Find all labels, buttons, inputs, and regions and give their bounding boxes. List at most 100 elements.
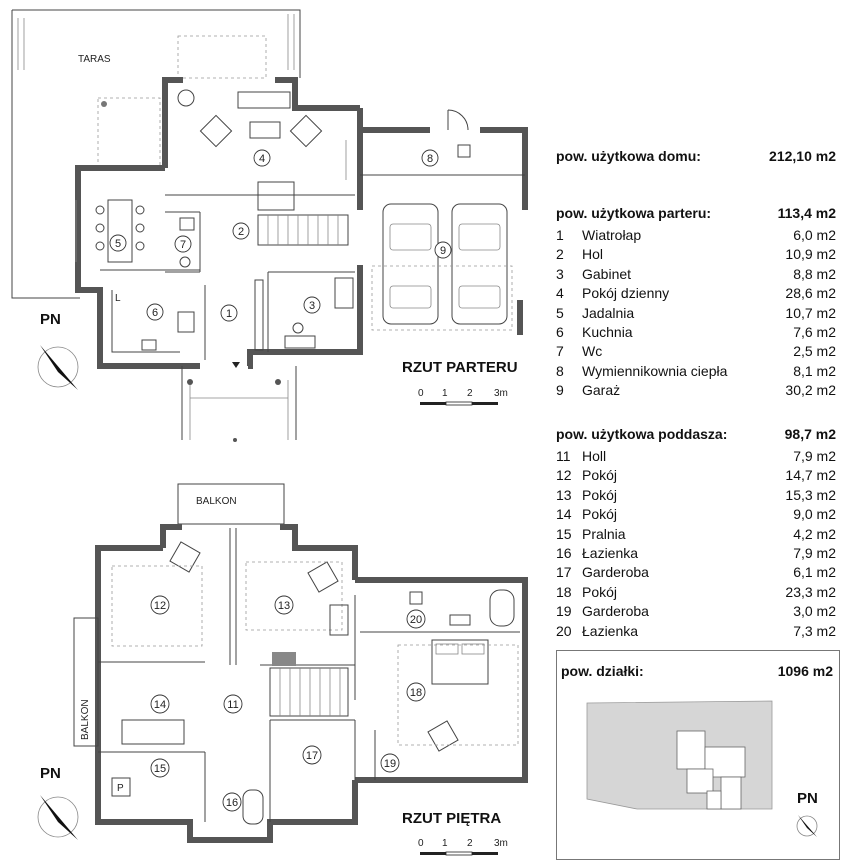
room-number-12: 12 <box>154 600 166 612</box>
plot-north-label: PN <box>797 790 818 807</box>
room-number-15: 15 <box>154 763 166 775</box>
room-number: 15 <box>556 525 572 542</box>
room-area: 4,2 m2 <box>793 525 836 542</box>
house-area-value: 212,10 m2 <box>769 148 836 164</box>
room-number-1: 1 <box>226 308 232 320</box>
room-number: 9 <box>556 382 564 399</box>
room-name: Pokój dzienny <box>582 285 670 302</box>
room-number-4: 4 <box>259 153 265 165</box>
room-number: 14 <box>556 506 572 523</box>
room-number: 18 <box>556 583 572 600</box>
room-number-19: 19 <box>384 758 396 770</box>
north-label-ground: PN <box>40 311 61 328</box>
room-number-6: 6 <box>152 307 158 319</box>
ground-area-value: 113,4 m2 <box>777 205 836 221</box>
room-name: Garderoba <box>582 564 649 581</box>
room-area: 9,0 m2 <box>793 506 836 523</box>
ground-floor-plan: TARAS <box>11 9 528 442</box>
room-name: Pokój <box>582 467 618 484</box>
room-name: Wiatrołap <box>582 227 642 243</box>
room-name: Garderoba <box>582 603 649 620</box>
room-area: 3,0 m2 <box>793 603 836 620</box>
north-label-upper: PN <box>40 765 61 782</box>
garage-cars <box>371 203 513 331</box>
entrance-steps <box>181 362 297 442</box>
stairs-ground <box>257 214 349 246</box>
room-area: 14,7 m2 <box>785 467 836 484</box>
room-name: Kuchnia <box>582 324 633 340</box>
room-number-5: 5 <box>115 238 121 250</box>
room-area: 30,2 m2 <box>785 382 836 399</box>
svg-text:3m: 3m <box>494 838 508 849</box>
room-name: Pralnia <box>582 525 626 542</box>
room-area: 28,6 m2 <box>785 285 836 302</box>
room-area: 7,9 m2 <box>793 545 836 561</box>
svg-text:0: 0 <box>418 838 424 849</box>
room-number: 11 <box>556 448 571 464</box>
room-area: 8,8 m2 <box>793 265 836 282</box>
room-name: Wc <box>582 343 603 360</box>
upper-floor-plan: BALKON BALKON <box>37 483 528 856</box>
north-arrow-ground-icon <box>37 345 79 390</box>
room-number: 17 <box>556 564 572 581</box>
room-number-20: 20 <box>410 614 422 626</box>
room-number-16: 16 <box>226 797 238 809</box>
room-name: Pokój <box>582 486 618 503</box>
upper-area-value: 98,7 m2 <box>784 426 836 442</box>
room-name: Jadalnia <box>582 304 635 321</box>
upper-area-row: pow. użytkowa poddasza: 98,7 m2 <box>556 426 836 442</box>
scale-bar-ground: 0 1 2 3m <box>418 388 508 406</box>
room-name: Holl <box>582 448 607 464</box>
svg-text:0: 0 <box>418 388 424 399</box>
room-number-17: 17 <box>306 750 318 762</box>
room-number-18: 18 <box>410 687 422 699</box>
room-number: 6 <box>556 324 564 340</box>
bath-mark: P <box>117 783 124 794</box>
room-number: 8 <box>556 362 564 379</box>
room-number: 5 <box>556 304 564 321</box>
room-area: 10,9 m2 <box>785 246 836 263</box>
stairs-upper <box>269 652 349 717</box>
room-name: Gabinet <box>582 265 632 282</box>
room-number-9: 9 <box>440 245 446 257</box>
room-area: 10,7 m2 <box>785 304 836 321</box>
room-area: 8,1 m2 <box>793 362 836 379</box>
room-area: 6,0 m2 <box>793 227 836 243</box>
balcony-label-side: BALKON <box>80 699 91 740</box>
svg-text:1: 1 <box>442 388 448 399</box>
room-number: 16 <box>556 545 572 561</box>
ground-area-row: pow. użytkowa parteru: 113,4 m2 <box>556 205 836 221</box>
room-number-2: 2 <box>238 226 244 238</box>
room-name: Hol <box>582 246 604 263</box>
upper-room-labels: 11 12 13 14 15 16 17 18 19 20 <box>150 595 426 812</box>
room-name: Garaż <box>582 382 621 399</box>
room-number: 1 <box>556 227 564 243</box>
plot-area-value: 1096 m2 <box>777 663 833 679</box>
terrace-label: TARAS <box>78 54 111 65</box>
upper-floor-title: RZUT PIĘTRA <box>402 810 501 827</box>
room-name: Wymiennikownia ciepła <box>582 362 728 379</box>
room-number: 13 <box>556 486 572 503</box>
balcony-label-top: BALKON <box>196 496 237 507</box>
plot-area-label: pow. działki: <box>561 663 644 679</box>
scale-bar-upper: 0 1 2 3m <box>418 838 508 856</box>
terrace: TARAS <box>11 9 301 299</box>
room-number: 12 <box>556 467 572 484</box>
room-number-8: 8 <box>427 153 433 165</box>
plot-area-row: pow. działki: 1096 m2 <box>561 663 833 679</box>
room-area: 7,9 m2 <box>793 448 836 464</box>
svg-text:2: 2 <box>467 388 473 399</box>
house-area-row: pow. użytkowa domu: 212,10 m2 <box>556 148 836 164</box>
room-area: 6,1 m2 <box>793 564 836 581</box>
room-name: Pokój <box>582 506 618 523</box>
room-name: Łazienka <box>582 545 639 561</box>
kitchen-mark: L <box>115 293 121 304</box>
room-number: 3 <box>556 265 564 282</box>
site-plan: PN <box>586 700 818 837</box>
room-area: 7,3 m2 <box>793 622 836 639</box>
room-area: 15,3 m2 <box>785 486 836 503</box>
room-number-11: 11 <box>227 699 238 711</box>
ground-area-label: pow. użytkowa parteru: <box>556 205 712 221</box>
room-number: 20 <box>556 622 572 639</box>
house-area-label: pow. użytkowa domu: <box>556 148 701 164</box>
